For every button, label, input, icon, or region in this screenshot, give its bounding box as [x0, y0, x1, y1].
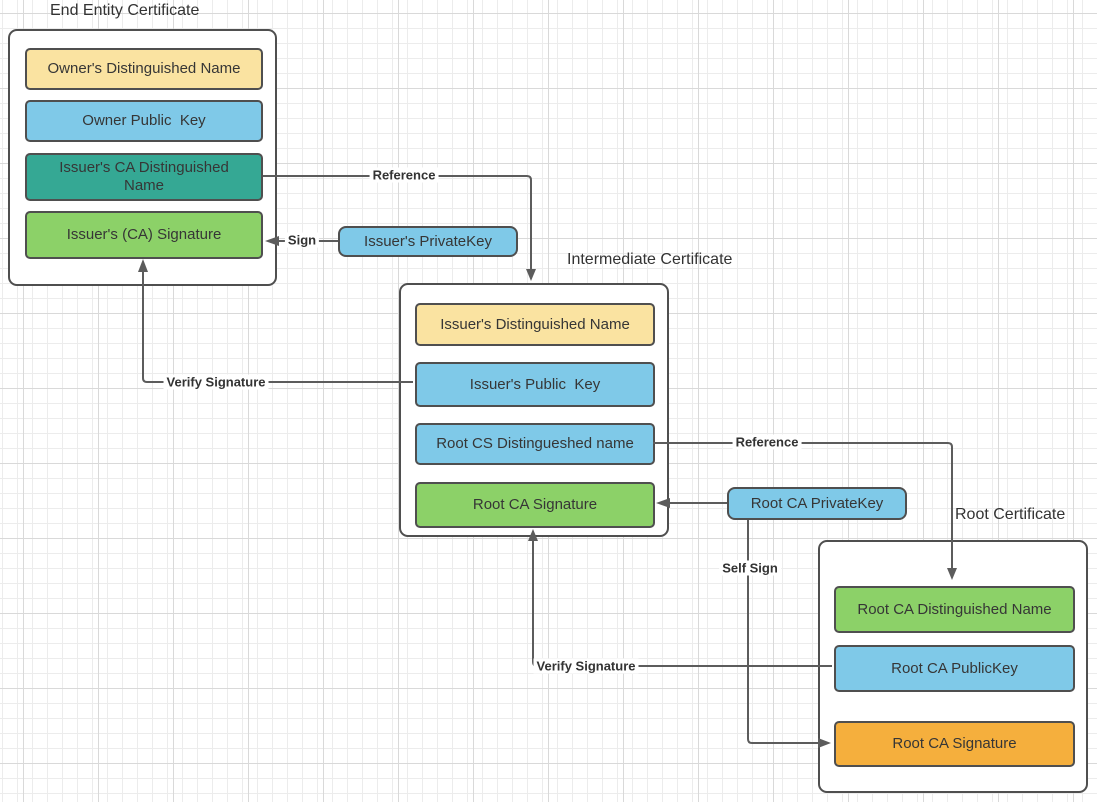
field-owner-public-key[interactable]: Owner Public Key	[25, 100, 263, 142]
field-label: Root CS Distingueshed name	[436, 435, 634, 452]
field-label: Issuer's CA Distinguished Name	[59, 159, 233, 194]
field-owners-distinguished-name[interactable]: Owner's Distinguished Name	[25, 48, 263, 90]
self-sign-label[interactable]: Self Sign	[719, 560, 781, 576]
root-certificate-title[interactable]: Root Certificate	[955, 506, 1066, 523]
field-root-ca-publickey[interactable]: Root CA PublicKey	[834, 645, 1075, 692]
field-issuers-ca-distinguished-name[interactable]: Issuer's CA Distinguished Name	[25, 153, 263, 201]
verify-signature-top-connector	[142, 272, 413, 383]
verify-signature-bottom-label[interactable]: Verify Signature	[533, 658, 639, 674]
field-label: Root CA PublicKey	[891, 659, 1018, 677]
field-root-ca-signature-intermediate[interactable]: Root CA Signature	[415, 482, 655, 528]
field-label: Owner's Distinguished Name	[47, 60, 241, 77]
root-certificate-container[interactable]: Root CA Distinguished Name Root CA Publi…	[818, 540, 1088, 793]
reference-bottom-label[interactable]: Reference	[732, 434, 802, 450]
field-issuers-public-key[interactable]: Issuer's Public Key	[415, 362, 655, 407]
reference-top-label[interactable]: Reference	[369, 167, 439, 183]
field-label: Root CA Signature	[892, 735, 1017, 752]
field-label: Issuer's (CA) Signature	[66, 226, 222, 243]
field-issuers-ca-signature[interactable]: Issuer's (CA) Signature	[25, 211, 263, 259]
end-entity-certificate-title[interactable]: End Entity Certificate	[50, 2, 200, 19]
issuers-private-key-box[interactable]: Issuer's PrivateKey	[338, 226, 518, 257]
field-label: Root CA Distinguished Name	[857, 600, 1052, 618]
field-issuers-distinguished-name[interactable]: Issuer's Distinguished Name	[415, 303, 655, 346]
key-box-label: Issuer's PrivateKey	[364, 233, 492, 250]
end-entity-certificate-container[interactable]: Owner's Distinguished Name Owner Public …	[8, 29, 277, 286]
arrowhead-down-icon	[526, 269, 536, 281]
root-ca-private-key-box[interactable]: Root CA PrivateKey	[727, 487, 907, 520]
field-label: Owner Public Key	[82, 112, 206, 129]
verify-signature-bottom-connector	[532, 541, 832, 667]
verify-signature-top-label[interactable]: Verify Signature	[163, 374, 269, 390]
sign-label[interactable]: Sign	[284, 232, 320, 248]
key-box-label: Root CA PrivateKey	[750, 495, 884, 512]
self-sign-connector	[747, 520, 819, 744]
field-root-cs-distingueshed-name[interactable]: Root CS Distingueshed name	[415, 423, 655, 465]
field-label: Root CA Signature	[472, 496, 598, 513]
intermediate-certificate-container[interactable]: Issuer's Distinguished Name Issuer's Pub…	[399, 283, 669, 537]
field-root-ca-distinguished-name[interactable]: Root CA Distinguished Name	[834, 586, 1075, 633]
intermediate-certificate-title[interactable]: Intermediate Certificate	[567, 251, 733, 268]
field-root-ca-signature-root[interactable]: Root CA Signature	[834, 721, 1075, 767]
field-label: Issuer's Public Key	[469, 375, 601, 393]
field-label: Issuer's Distinguished Name	[440, 315, 630, 333]
